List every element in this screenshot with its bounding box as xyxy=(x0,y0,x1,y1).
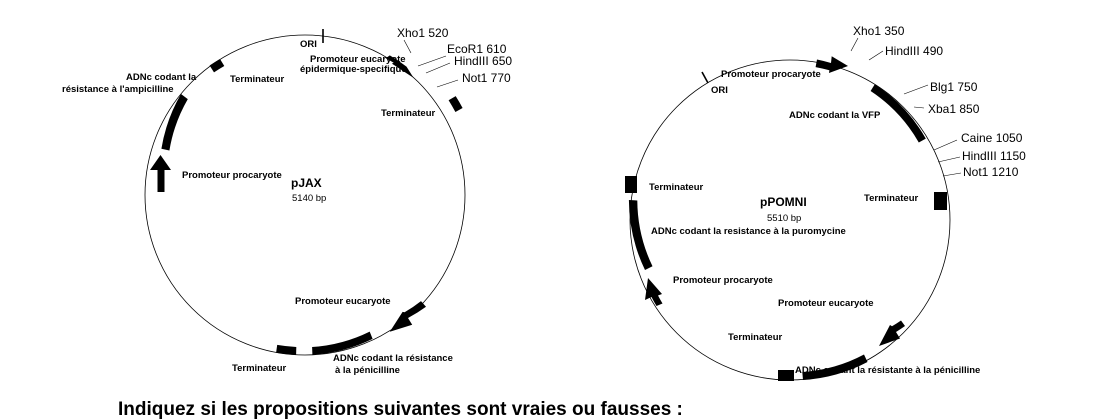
pjax-amp-label-2: résistance à l'ampicilline xyxy=(62,84,174,95)
pjax-term-left-label: Terminateur xyxy=(230,74,285,85)
ppomni-site-line-blg1 xyxy=(903,84,929,95)
ppomni-size: 5510 bp xyxy=(767,213,801,224)
ppomni-site-line-not1 xyxy=(942,172,962,177)
pjax-site-line-hindiii xyxy=(425,62,451,74)
pjax-adnc-ampicilline xyxy=(161,94,188,151)
ppomni-terminateur-right xyxy=(934,192,947,210)
ppomni-vfp-label: ADNc codant la VFP xyxy=(789,110,881,121)
ppomni-promoteur-eucaryote xyxy=(879,320,905,346)
pjax-terminateur-left xyxy=(209,59,225,73)
pjax-promoteur-procaryote xyxy=(150,155,171,192)
ppomni-terminateur-bottom xyxy=(778,370,794,381)
ppomni-term-left-label: Terminateur xyxy=(649,182,704,193)
ppomni-site-not1: Not1 1210 xyxy=(963,165,1019,179)
pjax-name: pJAX xyxy=(291,176,322,190)
ppomni-site-line-hindiii-490 xyxy=(868,50,884,61)
ppomni-adnc-vfp xyxy=(870,84,926,143)
ppomni-adnc-penicilline xyxy=(802,354,868,380)
pjax-site-not1: Not1 770 xyxy=(462,71,511,85)
ppomni-promoteur-procaryote xyxy=(645,278,663,306)
ppomni-name: pPOMNI xyxy=(760,195,807,209)
pjax-amp-label-1: ADNc codant la xyxy=(126,72,197,83)
pjax-term-bottom-label: Terminateur xyxy=(232,363,287,374)
plasmid-pjax: Xho1 520 EcoR1 610 HindIII 650 Not1 770 … xyxy=(62,26,512,376)
plasmid-ppomni: Xho1 350 HindIII 490 Blg1 750 Xba1 850 C… xyxy=(625,24,1026,381)
pjax-site-hindiii: HindIII 650 xyxy=(454,54,512,68)
pjax-promoteur-eucaryote xyxy=(389,301,426,332)
ppomni-ori-tick xyxy=(701,71,709,84)
ppomni-ori-label: ORI xyxy=(711,85,728,96)
pjax-pen-label-2: à la pénicilline xyxy=(335,365,400,376)
ppomni-terminateur-left xyxy=(625,176,637,193)
pjax-prom-proc-label: Promoteur procaryote xyxy=(182,170,282,181)
ppomni-puro-label: ADNc codant la resistance à la puromycin… xyxy=(651,226,846,237)
question-text: Indiquez si les propositions suivantes s… xyxy=(118,399,683,420)
ppomni-site-line-xba1 xyxy=(913,106,925,109)
ppomni-prom-proc-top-label: Promoteur procaryote xyxy=(721,69,821,80)
ppomni-prom-proc-label: Promoteur procaryote xyxy=(673,275,773,286)
pjax-promoteur-eucaryote-specifique xyxy=(385,55,414,78)
pjax-site-line-not1 xyxy=(436,79,459,88)
ppomni-term-bottom-label: Terminateur xyxy=(728,332,783,343)
pjax-size: 5140 bp xyxy=(292,193,326,204)
pjax-site-line-ecor1 xyxy=(417,55,447,67)
ppomni-site-caine: Caine 1050 xyxy=(961,131,1023,145)
pjax-prom-euc-spec-label-1: Promoteur eucaryote xyxy=(310,54,406,65)
ppomni-site-hindiii-490: HindIII 490 xyxy=(885,44,943,58)
ppomni-adnc-puromycine xyxy=(628,200,653,270)
pjax-terminateur-bottom xyxy=(276,344,297,355)
pjax-term-right-label: Terminateur xyxy=(381,108,436,119)
ppomni-prom-euc-label: Promoteur eucaryote xyxy=(778,298,874,309)
ppomni-site-line-xho1 xyxy=(850,37,859,52)
ppomni-site-hindiii-1150: HindIII 1150 xyxy=(962,149,1026,163)
ppomni-site-xho1: Xho1 350 xyxy=(853,24,905,38)
ppomni-site-line-hindiii-1150 xyxy=(937,156,961,163)
pjax-adnc-penicilline xyxy=(312,331,373,355)
pjax-backbone xyxy=(144,34,466,356)
pjax-pen-label-1: ADNc codant la résistance xyxy=(333,353,453,364)
ppomni-site-line-caine xyxy=(933,139,958,151)
ppomni-site-blg1: Blg1 750 xyxy=(930,80,978,94)
pjax-ori-label: ORI xyxy=(300,39,317,50)
ppomni-site-xba1: Xba1 850 xyxy=(928,102,980,116)
ppomni-term-right-label: Terminateur xyxy=(864,193,919,204)
pjax-site-line-xho1 xyxy=(403,39,412,54)
pjax-site-ecor1: EcoR1 610 xyxy=(447,42,507,56)
pjax-terminateur-right xyxy=(448,96,463,112)
ppomni-promoteur-procaryote-top xyxy=(815,56,848,73)
pjax-prom-euc-label: Promoteur eucaryote xyxy=(295,296,391,307)
ppomni-pen-label: ADNc codant la résistante à la pénicilli… xyxy=(795,365,980,376)
pjax-prom-euc-spec-label-2: épidermique-specifique xyxy=(300,64,407,75)
pjax-site-xho1: Xho1 520 xyxy=(397,26,449,40)
